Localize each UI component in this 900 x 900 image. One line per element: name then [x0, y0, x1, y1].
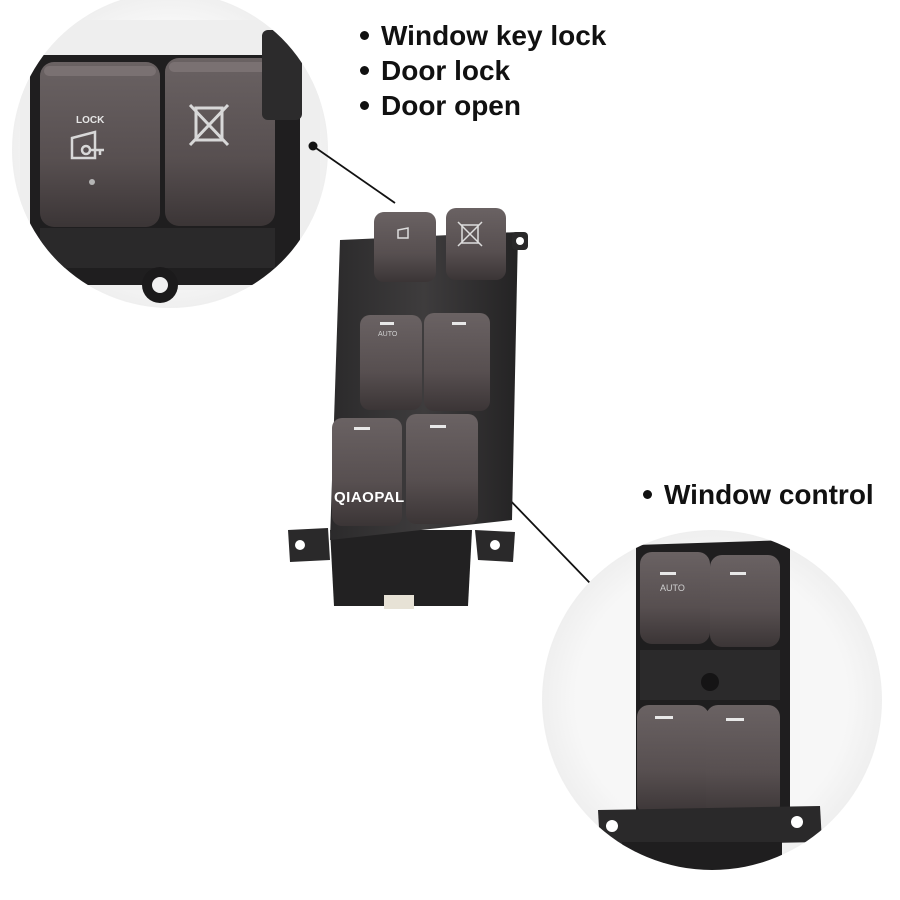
feature-door-lock: Door lock [360, 53, 606, 88]
window-switch [288, 208, 528, 609]
auto-label-zoom: AUTO [660, 583, 685, 593]
door-open-icon [188, 103, 230, 147]
window-button-front-left [360, 315, 422, 410]
auto-label: AUTO [378, 331, 398, 338]
bullet-icon [360, 66, 369, 76]
brand-watermark: QIAOPAL [334, 489, 405, 506]
lock-button-large [40, 62, 160, 227]
window-button-rear-left [332, 418, 402, 526]
door-open-button [446, 208, 506, 280]
bullet-icon [360, 31, 369, 41]
feature-window-control: Window control [643, 479, 874, 511]
window-button-front-right [424, 313, 490, 411]
zoom-circle-bottom [542, 530, 882, 870]
window-button-rear-right [406, 414, 478, 524]
door-lock-icon [70, 130, 104, 160]
lock-label-zoom: LOCK [76, 115, 105, 126]
bullet-icon [643, 490, 652, 500]
door-open-button-large [165, 58, 275, 226]
lock-button [374, 212, 436, 282]
feature-door-open: Door open [360, 88, 606, 123]
zoom-circle-top [12, 0, 328, 308]
feature-window-key-lock: Window key lock [360, 18, 606, 53]
feature-list-top: Window key lock Door lock Door open [360, 18, 606, 123]
leader-line-top [312, 145, 396, 204]
bullet-icon [360, 101, 369, 111]
